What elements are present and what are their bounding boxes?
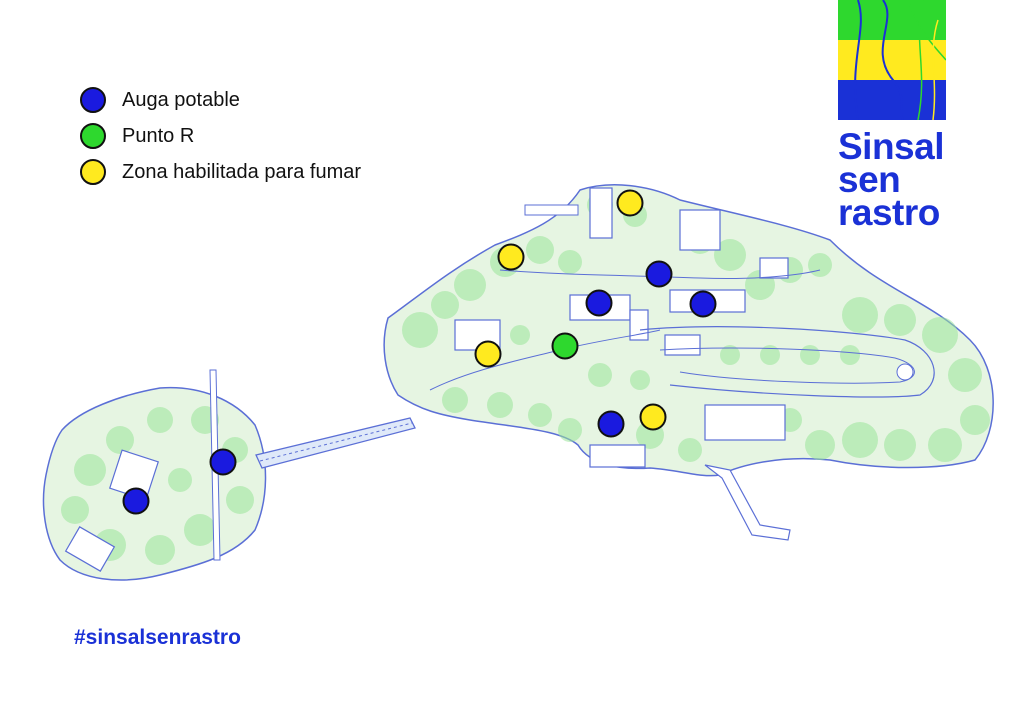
brand-line: sen	[838, 159, 901, 200]
sinsal-logo-icon	[838, 0, 946, 120]
smoking-marker[interactable]	[474, 340, 502, 368]
brand-wordmark: Sinsal sen rastro	[838, 126, 945, 233]
legend-label: Auga potable	[122, 88, 240, 111]
north-stub	[524, 204, 579, 216]
water-marker[interactable]	[585, 289, 613, 317]
smoking-marker[interactable]	[616, 189, 644, 217]
smoking-marker[interactable]	[497, 243, 525, 271]
legend-label: Zona habilitada para fumar	[122, 160, 362, 183]
buildings	[64, 187, 789, 572]
legend-item-water: Auga potable	[80, 82, 361, 118]
legend-item-recycle: Punto R	[80, 118, 361, 154]
water-marker[interactable]	[689, 290, 717, 318]
water-marker[interactable]	[209, 448, 237, 476]
fountain-icon	[896, 363, 914, 381]
water-marker[interactable]	[122, 487, 150, 515]
recycle-marker[interactable]	[551, 332, 579, 360]
water-marker[interactable]	[645, 260, 673, 288]
water-marker[interactable]	[597, 410, 625, 438]
brand-line: Sinsal	[838, 126, 945, 167]
legend-label: Punto R	[122, 124, 195, 147]
markers	[122, 189, 717, 515]
smoking-dot-icon	[80, 159, 106, 185]
path-line	[499, 269, 821, 279]
bridge	[255, 417, 416, 469]
hashtag-text[interactable]: #sinsalsenrastro	[74, 626, 241, 649]
map-legend: Auga potable Punto R Zona habilitada par…	[80, 82, 361, 190]
loop-track	[639, 326, 935, 398]
loop-track-inner	[659, 347, 915, 384]
bridge-rail	[259, 422, 413, 462]
recycle-dot-icon	[80, 123, 106, 149]
south-walkway	[704, 464, 791, 541]
water-dot-icon	[80, 87, 106, 113]
brand-line: rastro	[838, 192, 940, 233]
smoking-marker[interactable]	[639, 403, 667, 431]
legend-item-smoking: Zona habilitada para fumar	[80, 154, 361, 190]
